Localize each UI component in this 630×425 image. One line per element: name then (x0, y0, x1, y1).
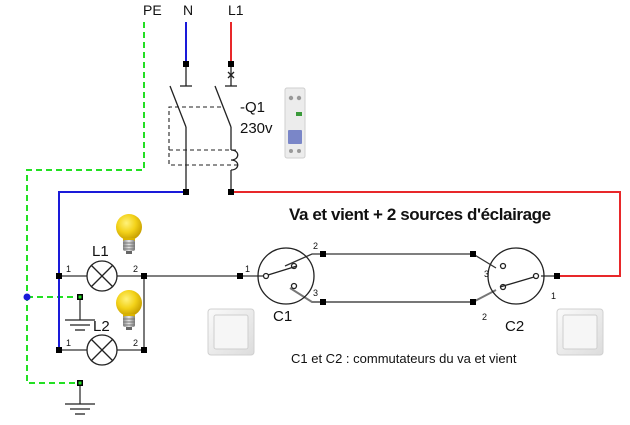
earth-terminal-l2 (78, 295, 82, 299)
switch-c1-terminal-1: 1 (245, 264, 250, 274)
switch-c2-plate-image (556, 308, 604, 356)
earth-symbol-l2 (65, 319, 95, 331)
lamp-l2-bulb-image (115, 289, 143, 331)
phase-label: L1 (228, 2, 244, 18)
lamp-l2-label: L2 (93, 318, 110, 335)
lamp-l2-terminal-2: 2 (133, 338, 138, 348)
switch-c1-plate-image (207, 308, 255, 356)
lamp-l1-symbol (86, 260, 118, 292)
breaker-ref: -Q1 (240, 99, 265, 116)
lamp-l1-bulb-image (115, 213, 143, 255)
lamp-l2-terminal-1: 1 (66, 338, 71, 348)
neutral-label: N (183, 2, 193, 18)
switch-c2-symbol (487, 247, 545, 305)
switch-c2-terminal-3: 3 (484, 269, 489, 279)
switch-c1-label: C1 (273, 308, 292, 325)
phase-wire (230, 22, 621, 277)
breaker-product-image (284, 87, 306, 159)
breaker-q1-symbol (169, 64, 239, 192)
pe-label: PE (143, 2, 162, 18)
switch-c1-terminal-3: 3 (313, 288, 318, 298)
lamp-wiring (59, 275, 240, 404)
lamp-l1-terminal-2: 2 (133, 264, 138, 274)
earth-junction-dot (23, 293, 31, 301)
diagram-caption: C1 et C2 : commutateurs du va et vient (291, 351, 517, 366)
earth-wire (26, 22, 145, 384)
switch-c1-terminal-2: 2 (313, 241, 318, 251)
earth-terminal-main (78, 381, 82, 385)
breaker-mechanical-link (168, 106, 238, 166)
switch-c2-terminal-1: 1 (551, 291, 556, 301)
switch-c1-symbol (257, 247, 315, 305)
breaker-voltage: 230v (240, 120, 273, 137)
lamp-l1-label: L1 (92, 243, 109, 260)
earth-symbol-main (65, 403, 95, 415)
switch-c2-label: C2 (505, 318, 524, 335)
lamp-l2-symbol (86, 334, 118, 366)
traveller-wires (240, 253, 557, 303)
neutral-wire (58, 22, 187, 350)
diagram-title: Va et vient + 2 sources d'éclairage (289, 205, 551, 224)
switch-c2-terminal-2: 2 (482, 312, 487, 322)
lamp-l1-terminal-1: 1 (66, 264, 71, 274)
